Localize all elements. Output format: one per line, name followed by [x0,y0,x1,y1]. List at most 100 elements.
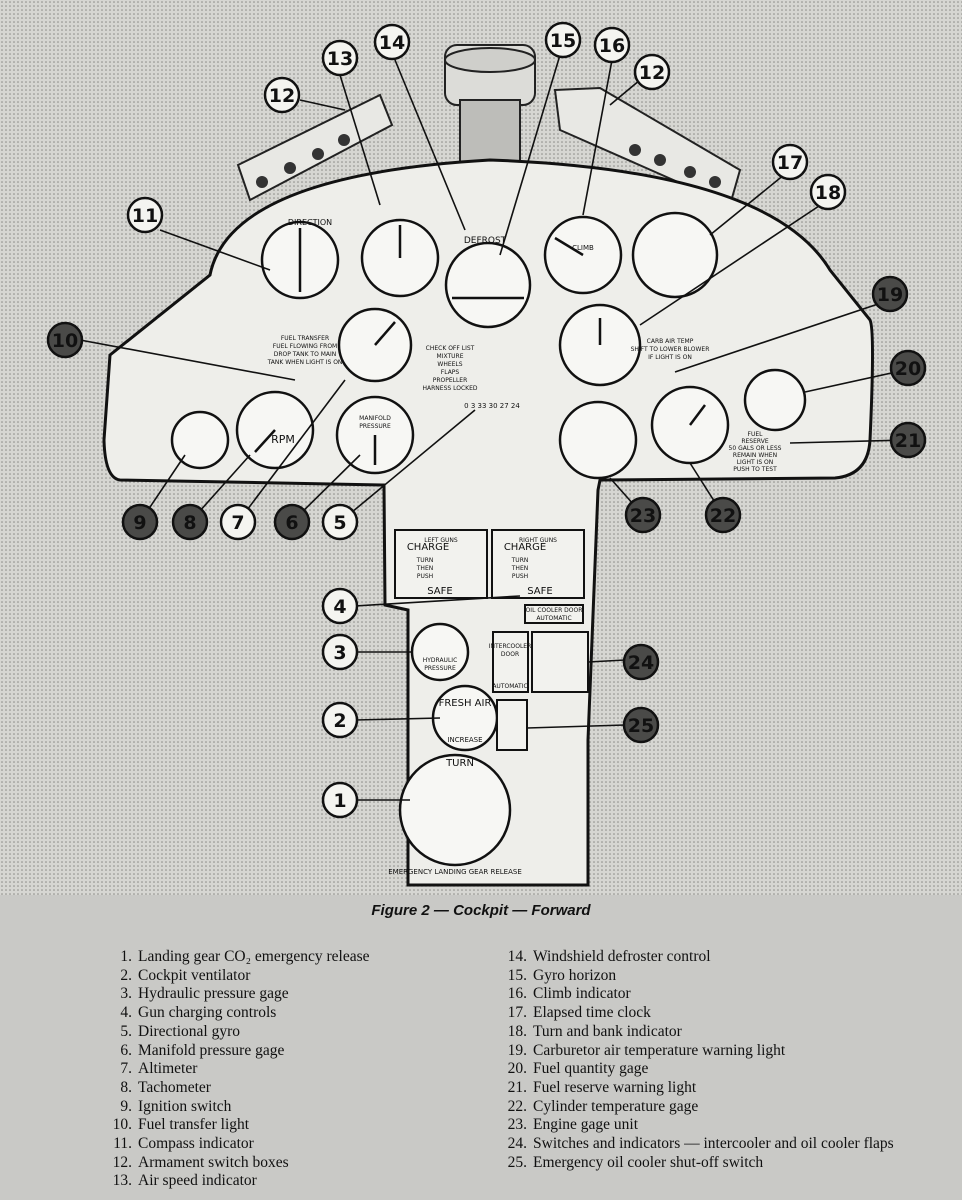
legend-number: 20. [507,1060,527,1078]
legend-number: 14. [507,948,527,965]
legend-number: 23. [507,1116,527,1134]
legend-item: 10.Fuel transfer light [108,1116,488,1135]
automatic-label-2: AUTOMATIC [492,683,527,690]
callout-circle [809,173,847,211]
cockpit-diagram: DEFROST DIRECTION CLIMB RPM 0 3 33 30 27… [0,0,962,895]
engine-gage-unit-gauge [558,400,638,480]
check-off-list-title: CHECK OFF LIST [426,345,475,352]
legend-number: 22. [507,1097,527,1115]
legend-label: Elapsed time clock [533,1004,651,1022]
callout-circle [771,143,809,181]
callout-number: 18 [815,182,841,204]
legend-number: 15. [507,966,527,984]
callout-circle [593,26,631,64]
legend-number: 16. [507,985,527,1003]
callout-number: 12 [269,85,295,107]
callout-circle [321,39,359,77]
fuel-reserve-label-5: LIGHT IS ON [737,459,774,466]
tachometer-needle [254,429,276,453]
callout-number: 11 [132,205,158,227]
callout-number: 24 [628,652,654,674]
callout-circle [273,503,311,541]
legend-item: 6.Manifold pressure gage [108,1042,488,1061]
callout-circle [624,496,662,534]
defroster-unit [444,44,536,171]
legend-number: 17. [507,1004,527,1022]
callout-13: 13 [321,39,359,77]
oil-cooler-shutoff-box [496,699,528,751]
legend-label: Windshield defroster control [533,948,711,965]
callout-20: 20 [889,349,927,387]
turn-label: TURN [445,758,474,769]
direction-label: DIRECTION [288,218,332,227]
automatic-label-1: AUTOMATIC [536,615,571,622]
climb-needle [554,236,584,257]
fuel-transfer-label-4: TANK WHEN LIGHT IS ON [267,359,343,366]
callout-number: 20 [895,358,921,380]
callout-11: 11 [126,196,164,234]
manifold-label-1: MANIFOLD [359,415,391,422]
callout-25: 25 [622,706,660,744]
climb-label: CLIMB [572,244,594,252]
safe-label-right: SAFE [527,586,552,597]
callout-24: 24 [622,643,660,681]
carb-air-temp-label-1: CARB AIR TEMP [647,338,694,345]
legend-item: 2.Cockpit ventilator [108,967,488,986]
oil-cooler-door-label: OIL COOLER DOOR [526,607,583,614]
fuel-reserve-label-6: PUSH TO TEST [733,466,777,473]
callout-1: 1 [321,781,359,819]
fuel-reserve-label-2: RESERVE [741,438,769,445]
legend-item: 13.Air speed indicator [108,1172,488,1191]
figure-caption: Figure 2 — Cockpit — Forward [371,902,591,919]
callout-number: 6 [285,512,298,534]
callout-circle [622,706,660,744]
callout-circle [544,21,582,59]
callout-number: 4 [333,596,346,618]
legend-label: Fuel transfer light [138,1116,250,1134]
legend-item: 19.Carburetor air temperature warning li… [503,1042,923,1061]
callout-5: 5 [321,503,359,541]
callout-15: 15 [544,21,582,59]
callout-number: 15 [550,30,576,52]
callout-circle [321,587,359,625]
legend-item: 17. Elapsed time clock [503,1004,923,1023]
fuel-reserve-label-4: REMAIN WHEN [733,452,777,459]
safe-label-left: SAFE [427,586,452,597]
callout-12: 12 [263,76,301,114]
callout-6: 6 [273,503,311,541]
legend-label: Altimeter [138,1060,198,1078]
intercooler-label-1: INTERCOOLER [489,643,532,650]
right-gun-charging-box [491,529,585,599]
right-guns-label: RIGHT GUNS [519,537,557,544]
callout-number: 14 [379,32,405,54]
legend-number: 5. [120,1022,132,1040]
callout-circle [889,421,927,459]
callout-circle [871,275,909,313]
increase-label: INCREASE [447,736,482,744]
manifold-label-2: PRESSURE [359,423,391,430]
legend-label: Cylinder temperature gage [533,1097,699,1115]
legend-label: Air speed indicator [138,1172,257,1190]
fuel-reserve-label-1: FUEL [748,431,764,438]
elapsed-time-clock-gauge [631,211,719,299]
legend-label: Switches and indicators — intercooler an… [533,1135,894,1153]
callout-circle [321,701,359,739]
turn-then-push-right-1: TURN [511,557,529,564]
callout-number: 5 [333,512,346,534]
ignition-switch [170,410,230,470]
legend-item: 23.Engine gage unit [503,1116,923,1135]
left-gun-charging-box [394,529,488,599]
callout-number: 1 [333,790,346,812]
check-off-list-1: MIXTURE [437,353,464,360]
legend-number: 7. [120,1060,132,1078]
callout-number: 13 [327,48,353,70]
callout-14: 14 [373,23,411,61]
check-off-list-5: HARNESS LOCKED [423,385,478,392]
turn-then-push-right-2: THEN [511,565,528,572]
callout-number: 8 [183,512,196,534]
legend-label: Tachometer [138,1078,211,1096]
callout-circle [263,76,301,114]
callout-circle [126,196,164,234]
callout-number: 21 [895,430,921,452]
fuel-transfer-label-2: FUEL FLOWING FROM [273,343,337,350]
